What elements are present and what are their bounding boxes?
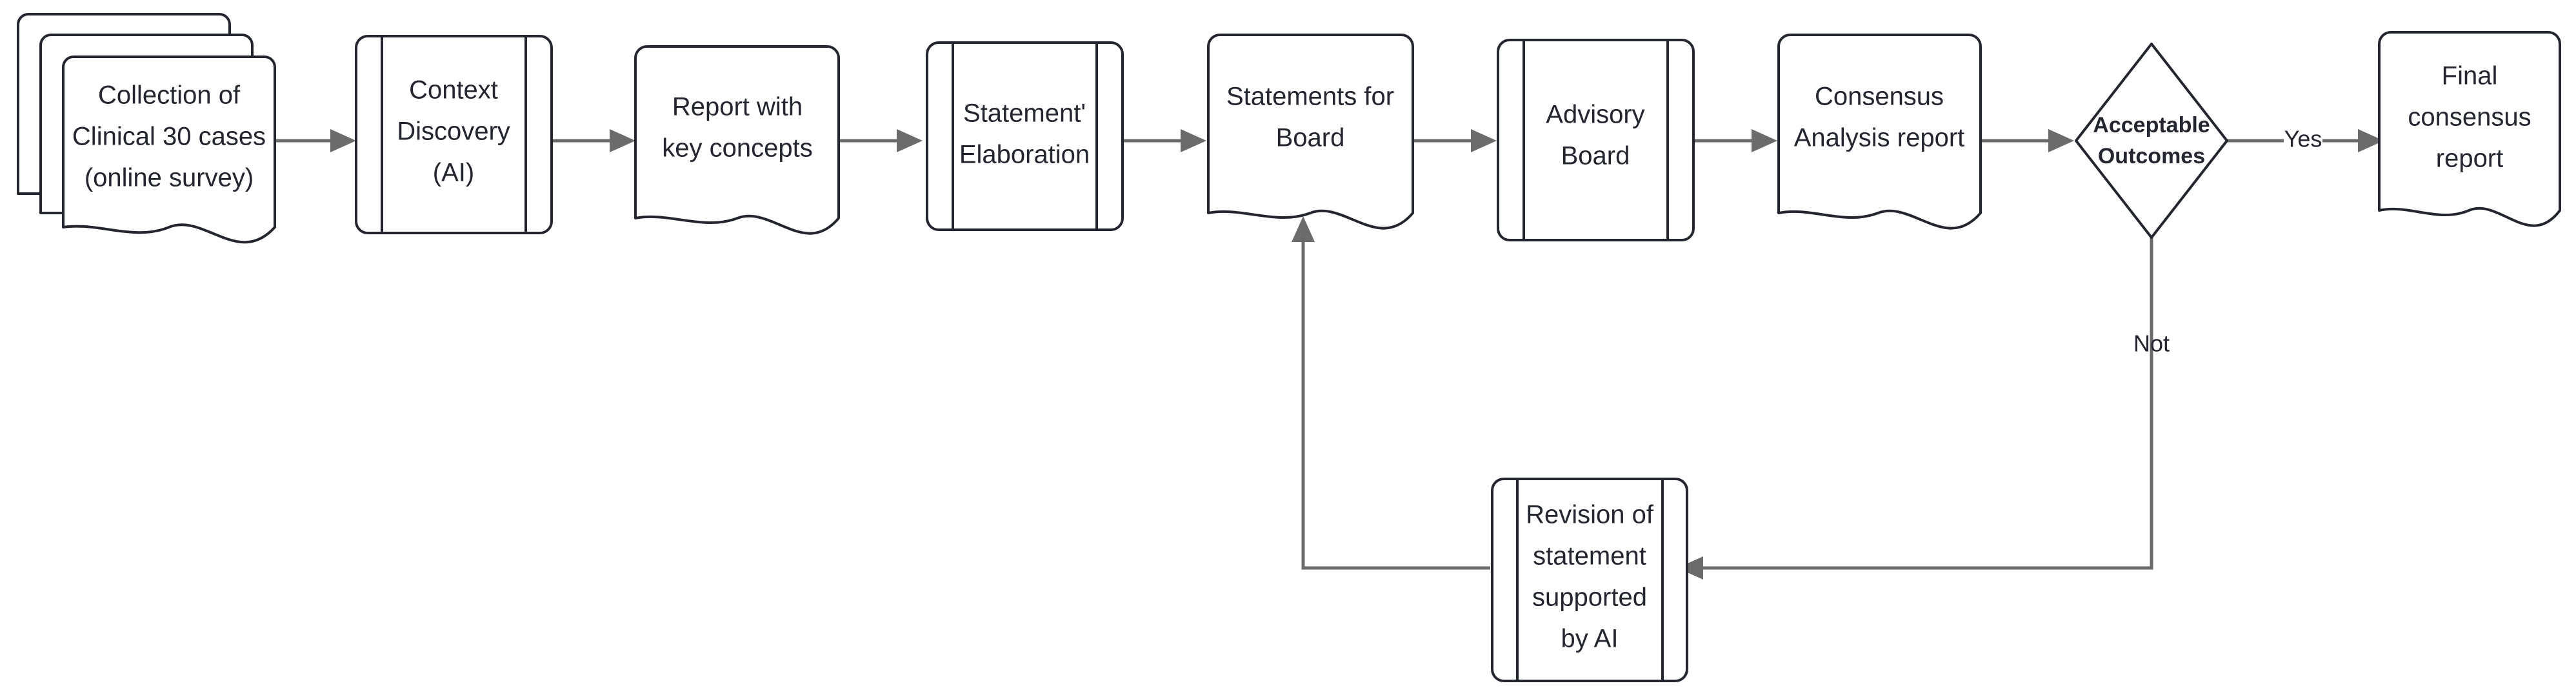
node-elaboration-line-0: Statement' [963, 99, 1086, 128]
node-final-consensus-report[interactable]: Final consensus report [2378, 31, 2561, 227]
node-final-line-2: report [2436, 145, 2504, 173]
node-report-key-concepts[interactable]: Report with key concepts [634, 45, 840, 235]
edge-statements-to-advisory [1413, 129, 1497, 152]
edge-context-to-report [552, 129, 635, 152]
node-collection-line-2: (online survey) [85, 164, 254, 192]
edge-consensus-to-decision [1981, 129, 2074, 152]
node-statement-elaboration[interactable]: Statement' Elaboration [926, 41, 1124, 231]
node-report-line-0: Report with [672, 93, 803, 121]
node-context-line-2: (AI) [433, 159, 474, 187]
node-consensus-line-0: Consensus [1815, 83, 1944, 111]
edge-report-to-elaboration [839, 129, 923, 152]
node-report-line-1: key concepts [662, 134, 812, 163]
node-statements-line-1: Board [1276, 124, 1345, 152]
node-collection-line-1: Clinical 30 cases [72, 123, 266, 151]
node-revision-of-statement[interactable]: Revision of statement supported by AI [1491, 478, 1688, 682]
node-elaboration-line-1: Elaboration [959, 141, 1090, 169]
node-consensus-analysis-report[interactable]: Consensus Analysis report [1777, 34, 1982, 230]
node-context-line-1: Discovery [397, 117, 510, 146]
node-decision-line-0: Acceptable [2093, 113, 2210, 137]
edge-label-yes: Yes [2284, 126, 2322, 152]
node-advisory-board[interactable]: Advisory Board [1497, 39, 1695, 241]
node-final-line-0: Final [2442, 62, 2498, 90]
node-statements-for-board[interactable]: Statements for Board [1207, 34, 1414, 230]
node-revision-line-0: Revision of [1526, 501, 1654, 529]
node-consensus-line-1: Analysis report [1794, 124, 1965, 152]
node-revision-line-2: supported [1532, 583, 1647, 612]
node-collection[interactable]: Collection of Clinical 30 cases (online … [17, 13, 276, 244]
edge-revision-to-statements-loop [1292, 216, 1490, 570]
edge-collection-to-context [268, 129, 356, 152]
node-context-line-0: Context [409, 76, 498, 105]
edge-decision-not-to-revision [1677, 194, 2153, 580]
node-advisory-line-0: Advisory [1546, 101, 1644, 129]
edge-advisory-to-consensus [1693, 129, 1777, 152]
node-revision-line-1: statement [1533, 542, 1646, 571]
node-statements-line-0: Statements for [1226, 83, 1394, 111]
edge-label-not: Not [2133, 330, 2170, 357]
node-context-discovery[interactable]: Context Discovery (AI) [355, 35, 553, 234]
node-collection-line-0: Collection of [98, 81, 241, 110]
edge-decision-yes-to-final [2226, 129, 2384, 152]
node-revision-line-3: by AI [1561, 625, 1619, 653]
edge-elaboration-to-statements [1123, 129, 1206, 152]
node-advisory-line-1: Board [1561, 142, 1630, 170]
node-final-line-1: consensus [2408, 103, 2531, 132]
node-decision-line-1: Outcomes [2098, 144, 2205, 168]
node-acceptable-outcomes[interactable]: Acceptable Outcomes [2075, 43, 2228, 239]
